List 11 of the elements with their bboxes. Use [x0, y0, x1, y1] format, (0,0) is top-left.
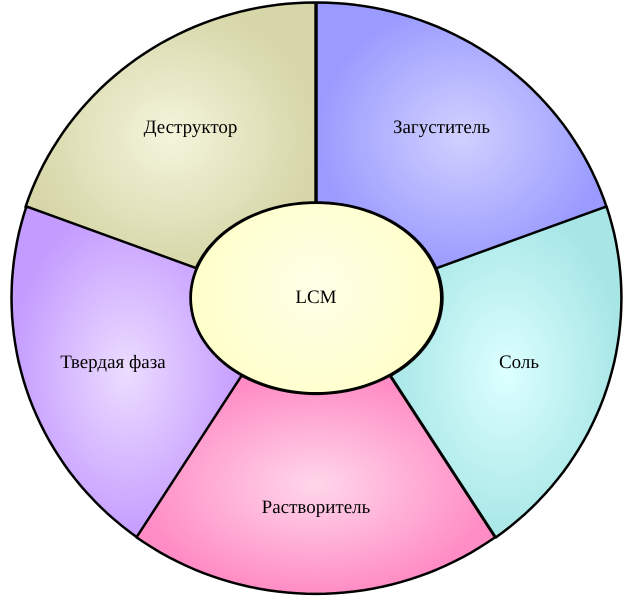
ring-segment [10, 205, 244, 539]
ring-segment [314, 0, 608, 270]
segment-label: Растворитель [262, 497, 370, 520]
ring-segment [24, 0, 318, 270]
ring-segment [135, 374, 497, 596]
segment-label: Загуститель [392, 116, 490, 139]
segment-label: Твердая фаза [60, 352, 166, 374]
ring-segment [388, 205, 622, 539]
center-label: LCM [295, 287, 337, 309]
segment-label: Деструктор [144, 116, 238, 139]
segment-label: Соль [499, 352, 540, 374]
